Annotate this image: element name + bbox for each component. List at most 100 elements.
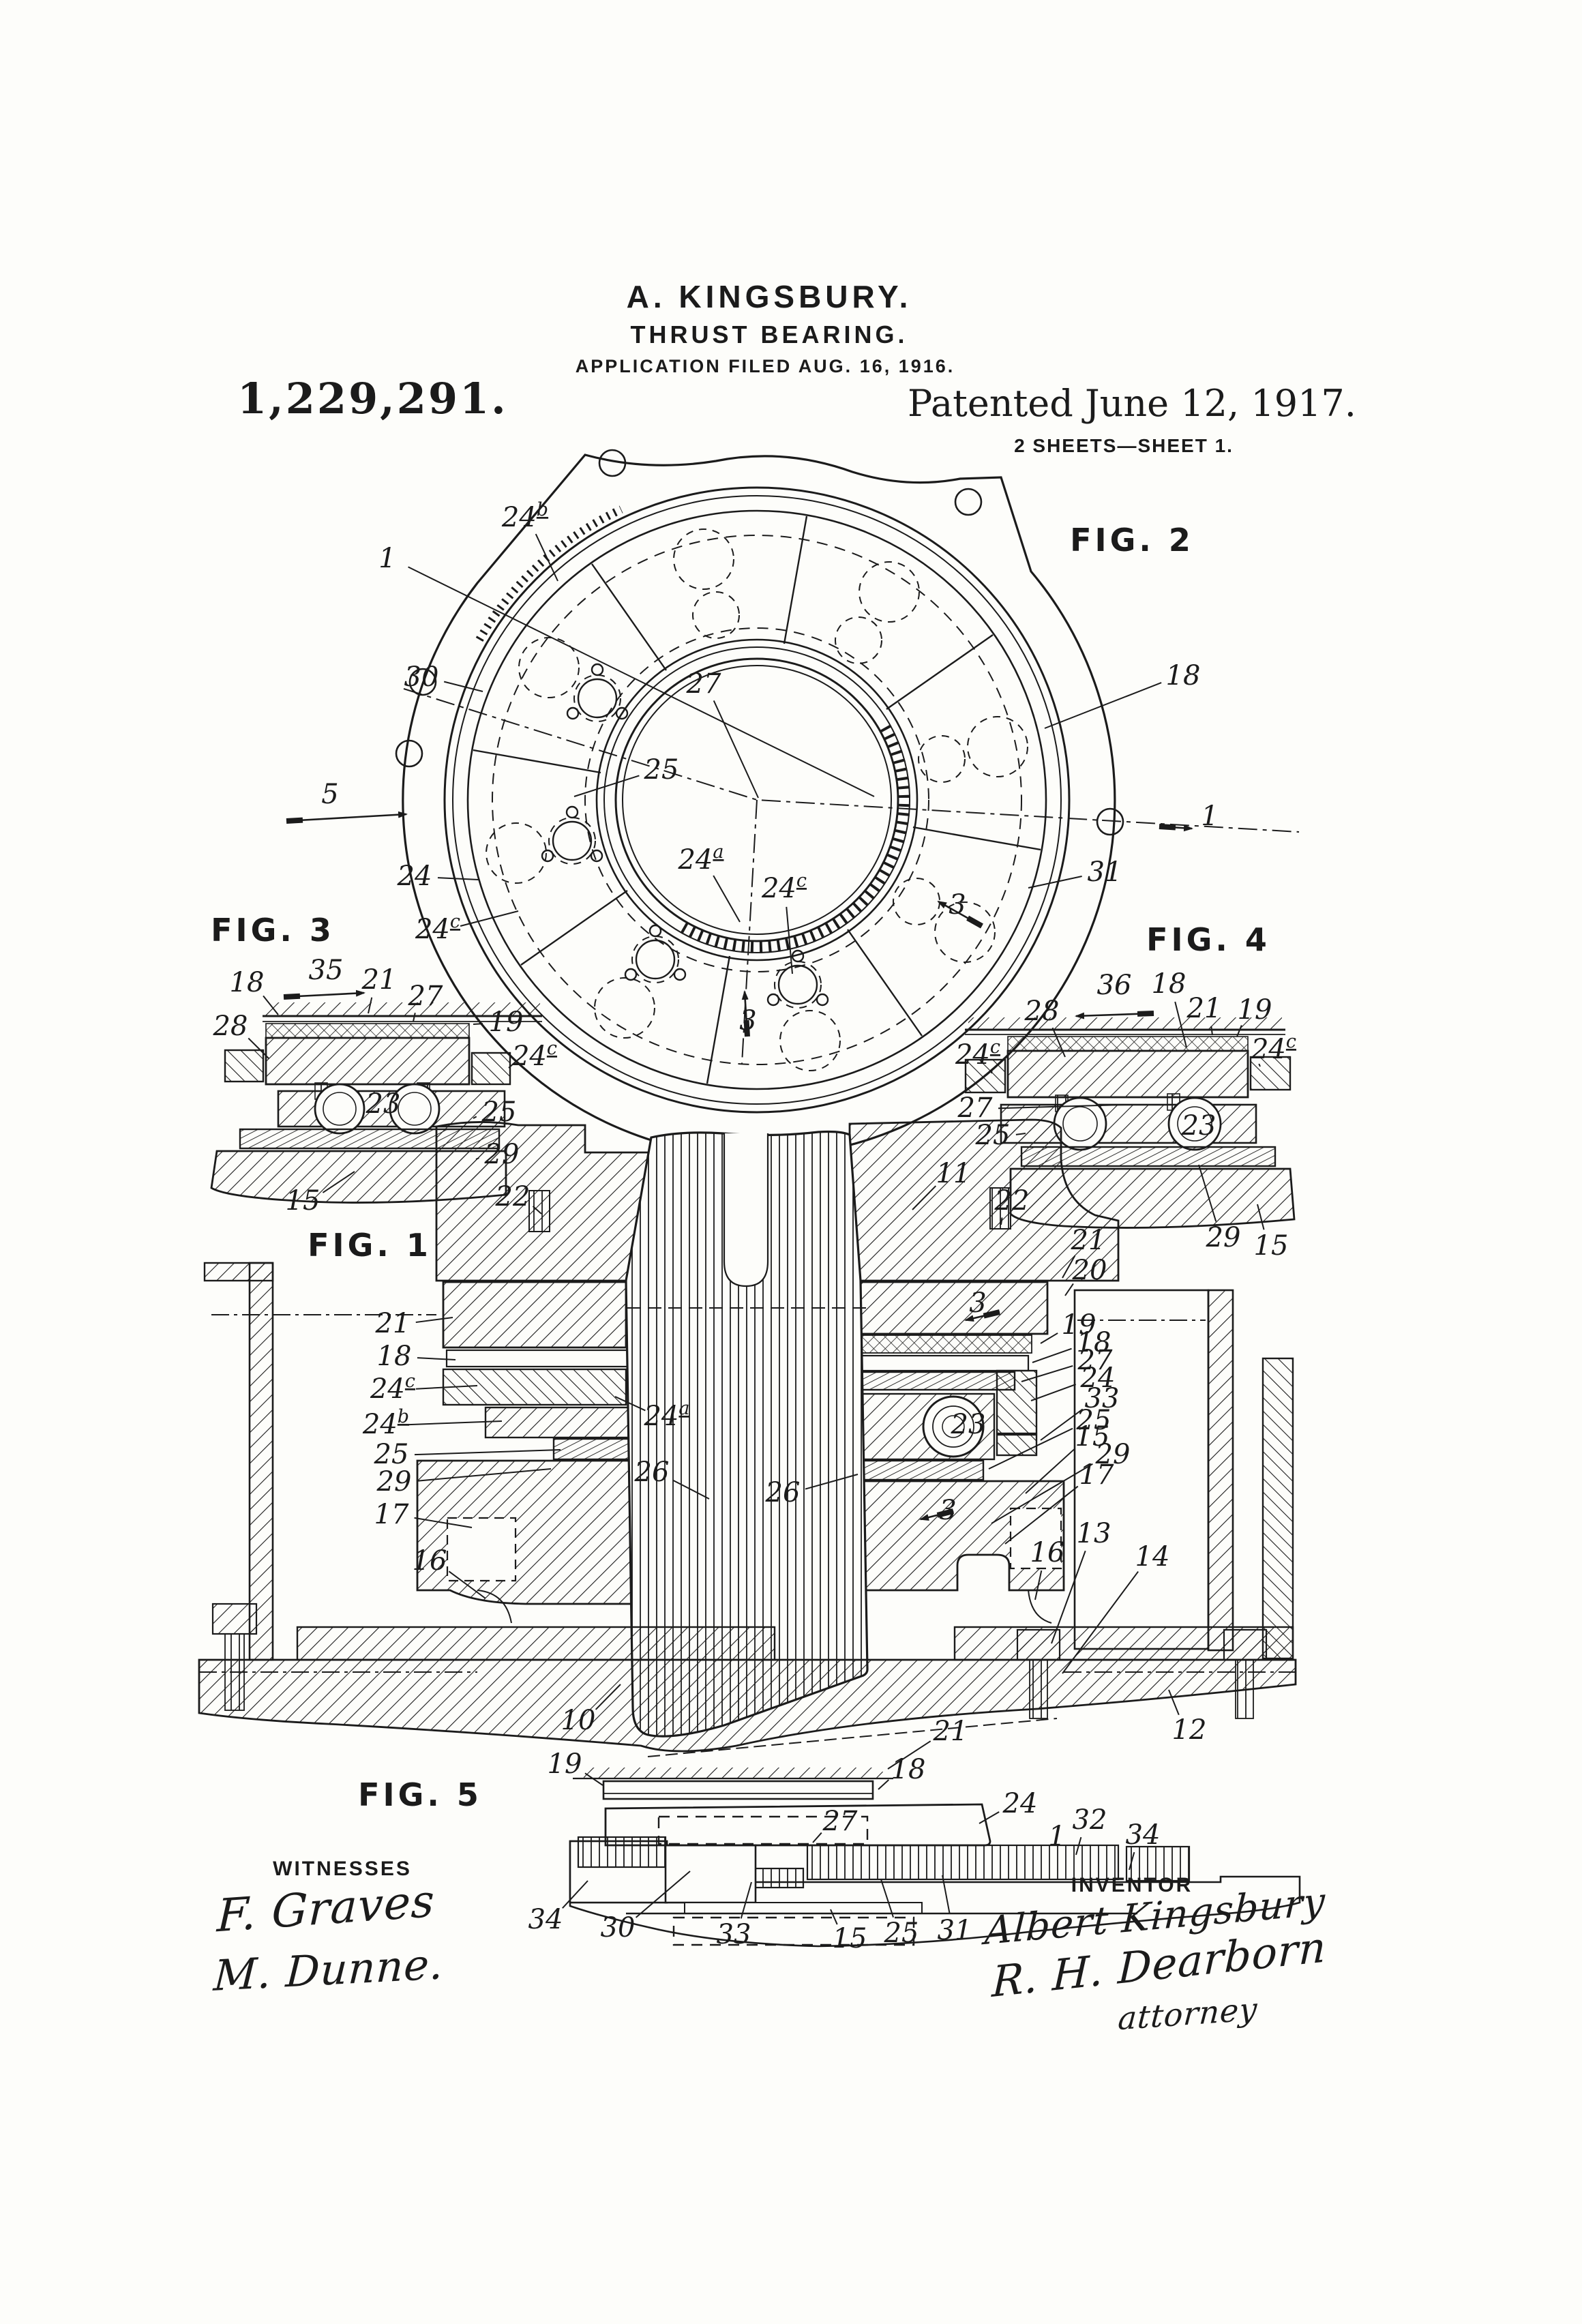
ref-label-27: 27: [822, 1806, 858, 1837]
ref-label-29: 29: [376, 1466, 412, 1498]
figure-title: FIG. 2: [1070, 522, 1194, 558]
ref-label-22: 22: [994, 1185, 1030, 1217]
leader-line: [1062, 1570, 1139, 1674]
figure-title: FIG. 4: [1146, 921, 1270, 958]
ref-label-15: 15: [833, 1923, 867, 1954]
ref-label-22: 22: [495, 1181, 531, 1212]
figure-title: FIG. 1: [308, 1227, 432, 1264]
leader-line: [448, 1570, 486, 1599]
ref-label-14: 14: [1135, 1541, 1170, 1573]
ref-label-30: 30: [601, 1912, 636, 1943]
patented-date-line: Patented June 12, 1917.: [908, 382, 1356, 425]
sheet-count-line: 2 SHEETS—SHEET 1.: [1014, 435, 1234, 456]
leader-line: [1051, 1027, 1066, 1058]
leader-line: [740, 1881, 752, 1919]
leader-line: [1064, 1283, 1074, 1296]
leader-line: [417, 1468, 552, 1482]
leader-line: [635, 1871, 691, 1918]
ref-label-32: 32: [1073, 1804, 1107, 1836]
patent-number: 1,229,291.: [237, 374, 508, 423]
leader-line: [1174, 1001, 1187, 1048]
leader-line: [573, 775, 640, 797]
leader-line: [595, 1684, 621, 1710]
leader-line: [535, 533, 558, 582]
ref-label-13: 13: [1077, 1518, 1111, 1549]
ref-label-21: 21: [1186, 993, 1222, 1024]
ref-label-19: 19: [1238, 994, 1272, 1026]
leader-line: [1236, 1025, 1242, 1037]
leader-line: [368, 997, 373, 1014]
arrow-tail: [283, 993, 301, 1000]
leader-line: [417, 1357, 456, 1360]
leader-line: [415, 1385, 478, 1390]
ref-label-24c: 24c: [415, 911, 460, 945]
filing-date-line: APPLICATION FILED AUG. 16, 1916.: [575, 356, 955, 376]
ref-label-15: 15: [286, 1185, 320, 1217]
ref-label-27: 27: [686, 668, 721, 700]
ref-label-36: 36: [1097, 970, 1132, 1001]
leader-line: [1000, 1217, 1003, 1225]
leader-line: [1168, 1689, 1180, 1716]
ref-label-10: 10: [561, 1705, 596, 1736]
ref-label-24: 24: [397, 861, 432, 892]
ref-label-16: 16: [1030, 1537, 1065, 1568]
leader-line: [713, 700, 759, 799]
ref-label-24c: 24c: [370, 1371, 415, 1405]
leader-line: [812, 1832, 822, 1843]
ref-label-21: 21: [1071, 1225, 1106, 1256]
leader-line: [1040, 1408, 1084, 1441]
leader-line: [460, 910, 519, 927]
ref-label-5: 5: [321, 779, 338, 810]
ref-label-25: 25: [374, 1439, 409, 1470]
leader-line: [1004, 1485, 1079, 1545]
leader-line: [1062, 1255, 1076, 1279]
arrow-tail: [286, 817, 303, 824]
leader-line: [1021, 1365, 1073, 1382]
leader-line: [1028, 876, 1082, 889]
fig2-bearing-plan-drawing: [395, 449, 1300, 1158]
ref-label-17: 17: [1079, 1459, 1114, 1491]
ref-label-24b: 24b: [501, 499, 548, 533]
leader-line: [443, 681, 483, 692]
invention-title-line: THRUST BEARING.: [630, 321, 908, 348]
direction-arrow: [286, 811, 408, 822]
ref-label-26: 26: [634, 1457, 670, 1488]
leader-line: [263, 995, 279, 1015]
leader-line: [805, 1474, 859, 1490]
leader-line: [508, 1063, 514, 1069]
ref-label-30: 30: [404, 661, 439, 693]
leader-line: [991, 1069, 993, 1074]
leader-line: [584, 1772, 603, 1786]
inventor-name-line: A. KINGSBURY.: [626, 279, 912, 314]
ref-label-24c: 24c: [511, 1038, 557, 1072]
ref-label-27: 27: [957, 1092, 993, 1124]
leader-line: [414, 1517, 473, 1528]
leader-line: [988, 1427, 1073, 1470]
ref-label-18: 18: [230, 967, 265, 998]
leader-line: [1040, 1332, 1058, 1344]
ref-label-27: 27: [408, 981, 443, 1012]
ref-label-25: 25: [644, 754, 679, 786]
ref-label-31: 31: [1088, 856, 1122, 888]
leader-line: [878, 1779, 889, 1790]
ref-label-16: 16: [413, 1545, 447, 1577]
ref-label-21: 21: [375, 1308, 411, 1339]
ref-label-18: 18: [1166, 660, 1201, 691]
figure-title: FIG. 5: [358, 1776, 482, 1813]
fig3-shoe-section-drawing: [210, 1002, 542, 1204]
ref-label-23: 23: [951, 1409, 986, 1440]
leader-line: [415, 1317, 453, 1324]
ref-label-18: 18: [377, 1341, 412, 1372]
ref-label-25: 25: [975, 1120, 1011, 1151]
ref-label-20: 20: [1072, 1255, 1107, 1286]
ref-label-15: 15: [1254, 1230, 1289, 1262]
ref-label-23: 23: [365, 1088, 401, 1120]
leader-line: [532, 1206, 542, 1215]
ref-label-31: 31: [938, 1915, 972, 1946]
ref-label-34: 34: [528, 1904, 563, 1935]
ref-label-35: 35: [309, 955, 344, 986]
ref-label-1: 1: [378, 543, 395, 574]
ref-label-17: 17: [374, 1499, 409, 1530]
